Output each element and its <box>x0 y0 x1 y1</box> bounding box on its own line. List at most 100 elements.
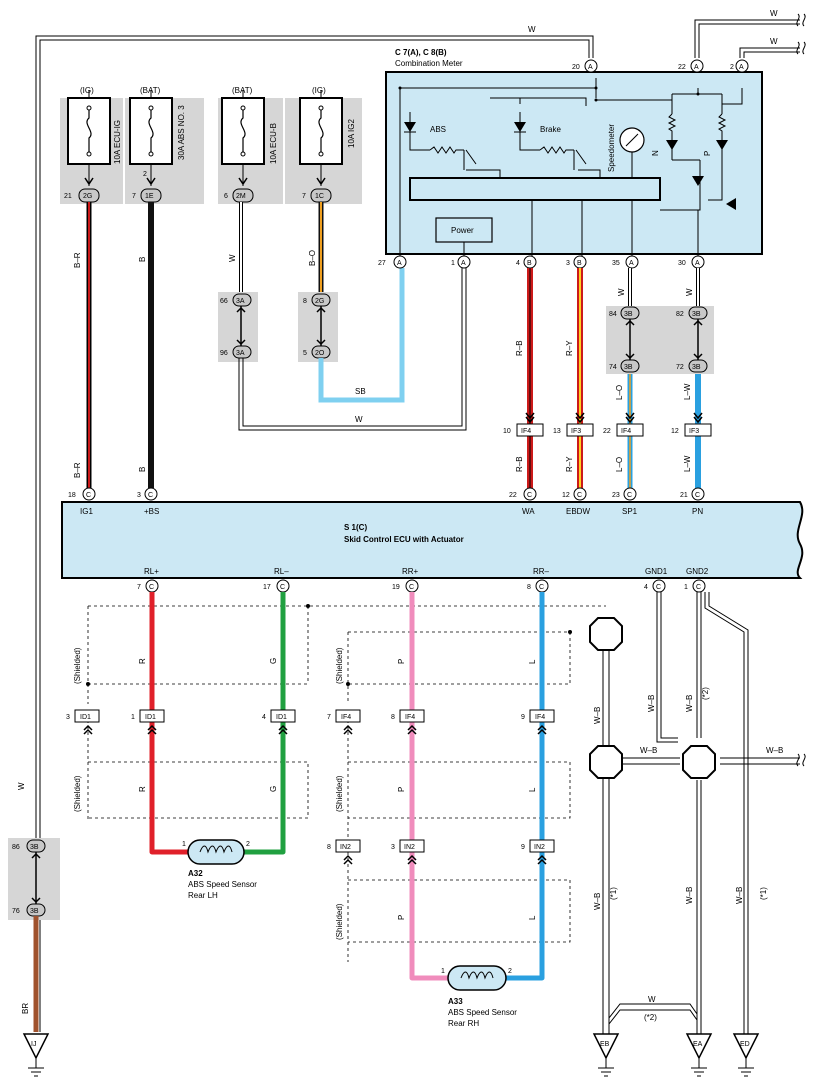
meter-bottom-pins: A A B B A A 27 1 4 3 35 30 <box>378 255 705 269</box>
wire-b-label1: B <box>138 257 147 262</box>
svg-text:A: A <box>629 260 634 267</box>
svg-text:2: 2 <box>508 968 512 975</box>
wire-p-label3: P <box>397 915 406 920</box>
svg-text:C: C <box>527 492 532 499</box>
svg-text:7: 7 <box>137 584 141 591</box>
if-connectors: IF4 IF3 IF4 IF3 10 13 22 12 <box>503 412 712 437</box>
fuse1-name: 10A ECU-IG <box>113 120 122 164</box>
svg-text:22: 22 <box>603 428 611 435</box>
note2-lower: (*2) <box>644 1013 657 1022</box>
svg-text:3A: 3A <box>236 298 245 305</box>
svg-text:9: 9 <box>521 844 525 851</box>
svg-text:IN2: IN2 <box>534 844 545 851</box>
wire-label-w-left: W <box>17 782 26 790</box>
svg-text:8: 8 <box>303 298 307 305</box>
ground-ij: IJ <box>22 1033 50 1077</box>
wire-w-label-gnd: W <box>648 995 656 1004</box>
shield-boxes <box>87 605 606 962</box>
shield-label-5: (Shielded) <box>335 903 344 940</box>
sensor-a32-name: ABS Speed Sensor <box>188 880 257 889</box>
svg-text:WA: WA <box>522 507 535 516</box>
wire-r-label2: R <box>138 786 147 792</box>
svg-text:8: 8 <box>391 714 395 721</box>
meter-abs-label: ABS <box>430 125 446 134</box>
svg-text:PN: PN <box>692 507 703 516</box>
wire-wb-label4: W–B <box>640 746 657 755</box>
wire-label-w-right2: W <box>770 37 778 46</box>
wire-p-label2: P <box>397 787 406 792</box>
wire-p-label1: P <box>397 659 406 664</box>
meter-top-pins: A A A 20 22 2 <box>572 59 749 73</box>
fuse-conn-1c: 1C 7 <box>302 188 332 203</box>
svg-text:27: 27 <box>378 260 386 267</box>
svg-text:2M: 2M <box>236 193 246 200</box>
ecu-top-terminals: C C C C C C 18 3 22 12 23 21 IG1 +BS WA … <box>68 487 705 516</box>
svg-text:IF3: IF3 <box>571 428 581 435</box>
wire-b-label2: B <box>138 467 147 472</box>
sensor-a32-pos: Rear LH <box>188 891 218 900</box>
svg-text:C: C <box>577 492 582 499</box>
meter-brake-label: Brake <box>540 125 561 134</box>
svg-text:7: 7 <box>132 193 136 200</box>
svg-text:A: A <box>397 260 402 267</box>
svg-text:IF4: IF4 <box>521 428 531 435</box>
svg-text:RL+: RL+ <box>144 567 159 576</box>
shield-label-1: (Shielded) <box>73 647 82 684</box>
svg-text:1C: 1C <box>315 193 324 200</box>
svg-text:3B: 3B <box>624 311 633 318</box>
wire-wb-label7: W–B <box>685 887 694 904</box>
svg-text:10: 10 <box>503 428 511 435</box>
svg-text:IF3: IF3 <box>689 428 699 435</box>
wire-w-3a-meter <box>238 268 467 431</box>
wire-w-label-bottom: W <box>355 415 363 424</box>
fuse1-source: (IG) <box>80 86 94 95</box>
svg-text:7: 7 <box>327 714 331 721</box>
svg-text:8: 8 <box>327 844 331 851</box>
wire-br-label: BR <box>21 1003 30 1014</box>
svg-text:C: C <box>695 492 700 499</box>
wire-wb-label5: W–B <box>766 746 783 755</box>
ground-eb: EB <box>592 1033 620 1077</box>
fuse3-source: (BAT) <box>232 86 253 95</box>
svg-text:4: 4 <box>516 260 520 267</box>
fuse2-name: 30A ABS NO. 3 <box>177 105 186 160</box>
wire-l-label2: L <box>528 787 537 792</box>
svg-text:6: 6 <box>224 193 228 200</box>
svg-text:ED: ED <box>740 1041 750 1048</box>
wire-breaks <box>796 13 806 767</box>
sensor-a33: 1 2 A33 ABS Speed Sensor Rear RH <box>441 965 517 1028</box>
wire-label-w-top: W <box>528 25 536 34</box>
svg-text:2O: 2O <box>315 350 325 357</box>
shield-label-4: (Shielded) <box>335 775 344 812</box>
svg-text:2G: 2G <box>315 298 324 305</box>
svg-text:72: 72 <box>676 364 684 371</box>
svg-text:19: 19 <box>392 584 400 591</box>
svg-text:66: 66 <box>220 298 228 305</box>
mid-connectors: ID1 ID1 ID1 IF4 IF4 IF4 3 1 4 7 8 9 <box>66 709 555 735</box>
svg-text:22: 22 <box>678 64 686 71</box>
svg-text:17: 17 <box>263 584 271 591</box>
svg-text:22: 22 <box>509 492 517 499</box>
svg-text:+BS: +BS <box>144 507 159 516</box>
fuse2-source: (BAT) <box>140 86 161 95</box>
shield-label-2: (Shielded) <box>73 775 82 812</box>
wire-lw-label1: L–W <box>683 383 692 400</box>
ground-splices <box>589 617 716 779</box>
shield-label-3: (Shielded) <box>335 647 344 684</box>
wire-rb-label2: R–B <box>515 456 524 472</box>
svg-text:C: C <box>656 584 661 591</box>
meter-p-label: P <box>703 151 712 156</box>
wire-wb-label3: W–B <box>685 695 694 712</box>
svg-text:A: A <box>461 260 466 267</box>
svg-text:3B: 3B <box>692 364 701 371</box>
svg-text:A: A <box>695 260 700 267</box>
svg-text:1: 1 <box>182 841 186 848</box>
wire-rb-label1: R–B <box>515 340 524 356</box>
svg-text:3: 3 <box>137 492 141 499</box>
svg-text:21: 21 <box>64 193 72 200</box>
wire-wb-label6: W–B <box>593 893 602 910</box>
wire-r-label1: R <box>138 658 147 664</box>
svg-text:82: 82 <box>676 311 684 318</box>
svg-text:SP1: SP1 <box>622 507 638 516</box>
